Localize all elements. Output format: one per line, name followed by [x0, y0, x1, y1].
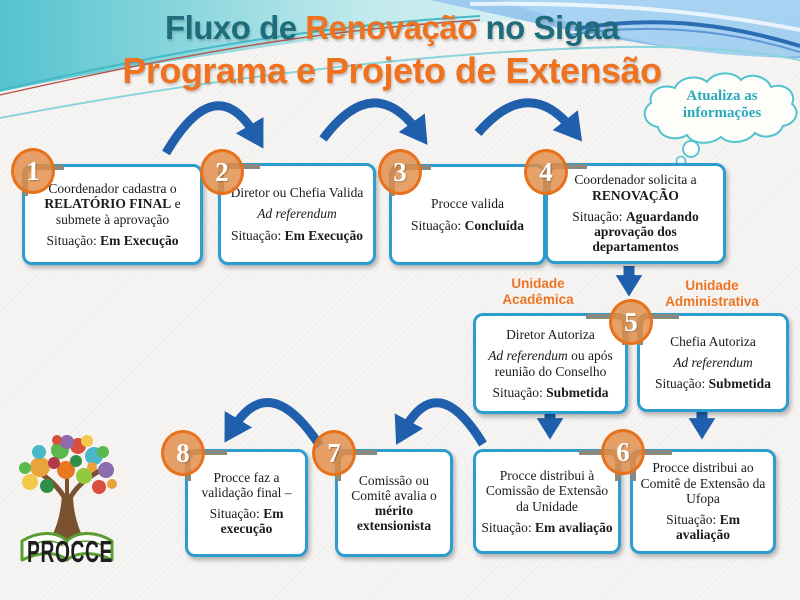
step-6a-status: Situação: Em avaliação [481, 520, 613, 535]
text-run: Aguardando aprovação dos departamentos [592, 208, 699, 255]
step-8-status: Situação: Em execução [193, 506, 300, 537]
step-6b-status: Situação: Em avaliação [638, 512, 768, 543]
text-run: Situação: [209, 506, 264, 521]
text-run: Situação: [411, 217, 465, 233]
text-run: Em Execução [284, 227, 363, 243]
step-box-1: Coordenador cadastra o RELATÓRIO FINAL e… [22, 164, 203, 265]
text-run: Situação: [492, 384, 547, 400]
step-1-status: Situação: Em Execução [30, 233, 195, 248]
step-2-adreferendum: Ad referendum [226, 206, 368, 221]
step-4-status: Situação: Aguardando aprovação dos depar… [553, 209, 718, 255]
step-5b-status: Situação: Submetida [645, 376, 781, 391]
step-box-6-ufopa-committee: Procce distribui ao Comitê de Extensão d… [630, 449, 776, 554]
step-number-1: 1 [11, 148, 55, 194]
step-8-text: Procce faz a validação final – [201, 469, 292, 500]
text-run: Situação: [481, 519, 535, 535]
step-number-2: 2 [200, 149, 244, 195]
step-7-text: Comissão ou Comitê avalia o mérito exten… [343, 473, 445, 534]
text-run: Concluída [464, 217, 524, 233]
text-run: Ad referendum [257, 206, 337, 222]
step-2-status: Situação: Em Execução [226, 228, 368, 243]
text-run: Situação: [231, 227, 285, 243]
text-run: Situação: [572, 208, 626, 224]
text-run: Em avaliação [535, 519, 613, 535]
text-run: Coordenador cadastra o [48, 181, 177, 196]
cloud-note-line-1: Atualiza as [686, 88, 758, 104]
title-line-2: Programa e Projeto de Extensão [122, 50, 662, 91]
branch-label-line: Acadêmica [502, 292, 574, 307]
step-box-4: Coordenador solicita a RENOVAÇÃO Situaçã… [545, 163, 726, 264]
text-run: Em Execução [100, 232, 179, 248]
title-line-1: Fluxo de Renovação no Sigaa [0, 8, 784, 48]
text-run: e submete à aprovação [55, 196, 181, 227]
step-5a-adreferendum: Ad referendum ou após reunião do Conselh… [481, 348, 620, 379]
branch-label-line: Unidade [685, 278, 739, 293]
text-run: Submetida [546, 384, 609, 400]
text-run: Ad referendum [488, 348, 568, 364]
branch-label-line: Administrativa [665, 294, 759, 309]
step-2-text: Diretor ou Chefia Valida [230, 185, 364, 201]
step-number-5: 5 [609, 299, 653, 345]
text-run: Em avaliação [676, 512, 740, 543]
procce-logo-tree [19, 435, 117, 562]
step-box-2: Diretor ou Chefia Valida Ad referendum S… [218, 163, 376, 265]
step-box-5-academic: Diretor Autoriza Ad referendum ou após r… [473, 313, 628, 414]
text-run: Coordenador solicita a [574, 172, 697, 188]
text-run: Situação: [666, 512, 720, 528]
text-run: RELATÓRIO FINAL [44, 196, 172, 212]
step-3-text: Procce valida [430, 196, 505, 212]
text-run: Situação: [655, 376, 709, 392]
step-number-8: 8 [161, 430, 205, 476]
text-run: Ad referendum [673, 354, 753, 370]
step-box-6-unit-commission: Procce distribui à Comissão de Extensão … [473, 449, 621, 554]
branch-label-academic: Unidade Acadêmica [458, 276, 618, 308]
text-run: Submetida [708, 376, 771, 392]
step-5a-text: Diretor Autoriza [506, 327, 595, 342]
text-run: ou após reunião do Conselho [494, 348, 613, 379]
procce-logo-text: PROCCE [27, 534, 113, 569]
step-number-7: 7 [312, 430, 356, 476]
step-5a-status: Situação: Submetida [481, 385, 620, 400]
title-part-2: Renovação [305, 9, 477, 46]
text-run: Situação: [46, 232, 101, 248]
title-part-1: Fluxo de [164, 9, 306, 46]
step-5b-text: Chefia Autoriza [670, 333, 756, 349]
step-number-6: 6 [601, 429, 645, 475]
step-1-text: Coordenador cadastra o RELATÓRIO FINAL e… [30, 181, 195, 227]
step-6a-text: Procce distribui à Comissão de Extensão … [485, 468, 609, 514]
branch-label-line: Unidade [511, 276, 565, 291]
step-box-5-administrative: Chefia Autoriza Ad referendum Situação: … [637, 313, 789, 412]
text-run: mérito extensionista [356, 503, 432, 534]
text-run: Em execução [220, 506, 284, 537]
step-4-text: Coordenador solicita a RENOVAÇÃO [553, 172, 718, 203]
slide-title: Fluxo de Renovação no Sigaa Programa e P… [0, 8, 784, 91]
branch-label-administrative: Unidade Administrativa [632, 278, 792, 310]
cloud-note-line-2: informações [682, 105, 762, 121]
cloud-note: Atualiza as informações [650, 88, 794, 122]
text-run: RENOVAÇÃO [592, 187, 679, 203]
step-box-8: Procce faz a validação final – Situação:… [185, 449, 308, 557]
step-box-7: Comissão ou Comitê avalia o mérito exten… [335, 449, 453, 557]
step-number-4: 4 [524, 149, 568, 195]
step-number-3: 3 [378, 149, 422, 195]
step-5b-adreferendum: Ad referendum [645, 355, 781, 370]
title-part-3: no Sigaa [476, 9, 620, 46]
step-3-status: Situação: Concluída [397, 218, 538, 233]
